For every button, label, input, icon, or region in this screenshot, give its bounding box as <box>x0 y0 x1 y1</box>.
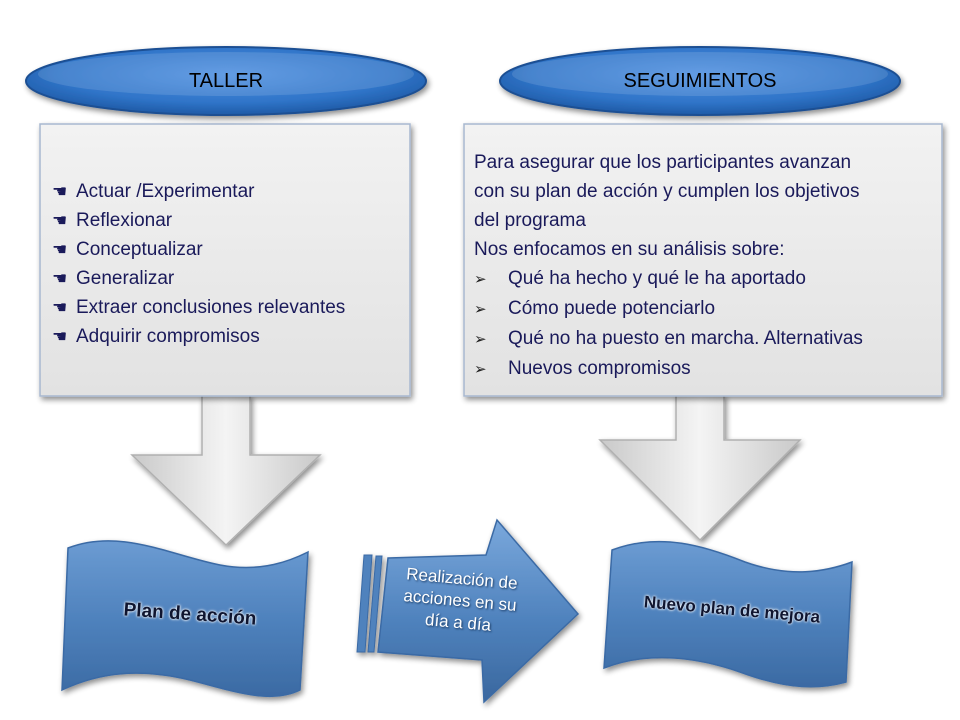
list-item: ☚Reflexionar <box>52 206 345 235</box>
taller-ellipse <box>25 46 427 116</box>
seguimientos-title: SEGUIMIENTOS <box>623 70 777 92</box>
list-item: ➢Cómo puede potenciarlo <box>474 294 863 324</box>
intro-line: con su plan de acción y cumplen los obje… <box>474 181 860 202</box>
list-item: ➢Nuevos compromisos <box>474 354 863 384</box>
list-item: ☚Extraer conclusiones relevantes <box>52 293 345 322</box>
intro-line: Nos enfocamos en su análisis sobre: <box>474 239 785 260</box>
taller-panel <box>39 123 411 397</box>
taller-list: ☚Actuar /Experimentar ☚Reflexionar ☚Conc… <box>52 177 345 351</box>
list-item: ➢Qué ha hecho y qué le ha aportado <box>474 264 863 294</box>
plan-accion-banner <box>61 540 309 698</box>
seguimientos-text: Para asegurar que los participantes avan… <box>474 148 863 384</box>
arrowhead-bullet-icon: ➢ <box>474 361 487 378</box>
pointing-hand-icon: ☚ <box>52 269 68 288</box>
list-item: ☚Generalizar <box>52 264 345 293</box>
pointing-hand-icon: ☚ <box>52 182 68 201</box>
nuevo-plan-banner <box>603 540 853 688</box>
arrowhead-bullet-icon: ➢ <box>474 301 487 318</box>
seguimientos-panel <box>463 123 943 397</box>
intro-line: Para asegurar que los participantes avan… <box>474 152 852 173</box>
pointing-hand-icon: ☚ <box>52 240 68 259</box>
pointing-hand-icon: ☚ <box>52 211 68 230</box>
list-item: ➢Qué no ha puesto en marcha. Alternativa… <box>474 324 863 354</box>
list-item: ☚Actuar /Experimentar <box>52 177 345 206</box>
list-item: ☚Conceptualizar <box>52 235 345 264</box>
list-item: ☚Adquirir compromisos <box>52 322 345 351</box>
pointing-hand-icon: ☚ <box>52 327 68 346</box>
arrowhead-bullet-icon: ➢ <box>474 331 487 348</box>
realizacion-right-arrow <box>356 518 580 704</box>
seguimientos-ellipse <box>499 46 901 116</box>
intro-line: del programa <box>474 210 586 231</box>
arrowhead-bullet-icon: ➢ <box>474 271 487 288</box>
taller-title: TALLER <box>188 70 264 92</box>
seguimientos-down-arrow <box>598 394 802 542</box>
pointing-hand-icon: ☚ <box>52 298 68 317</box>
taller-down-arrow <box>130 394 322 547</box>
realizacion-label: Realización de acciones en su día a día <box>402 564 519 635</box>
